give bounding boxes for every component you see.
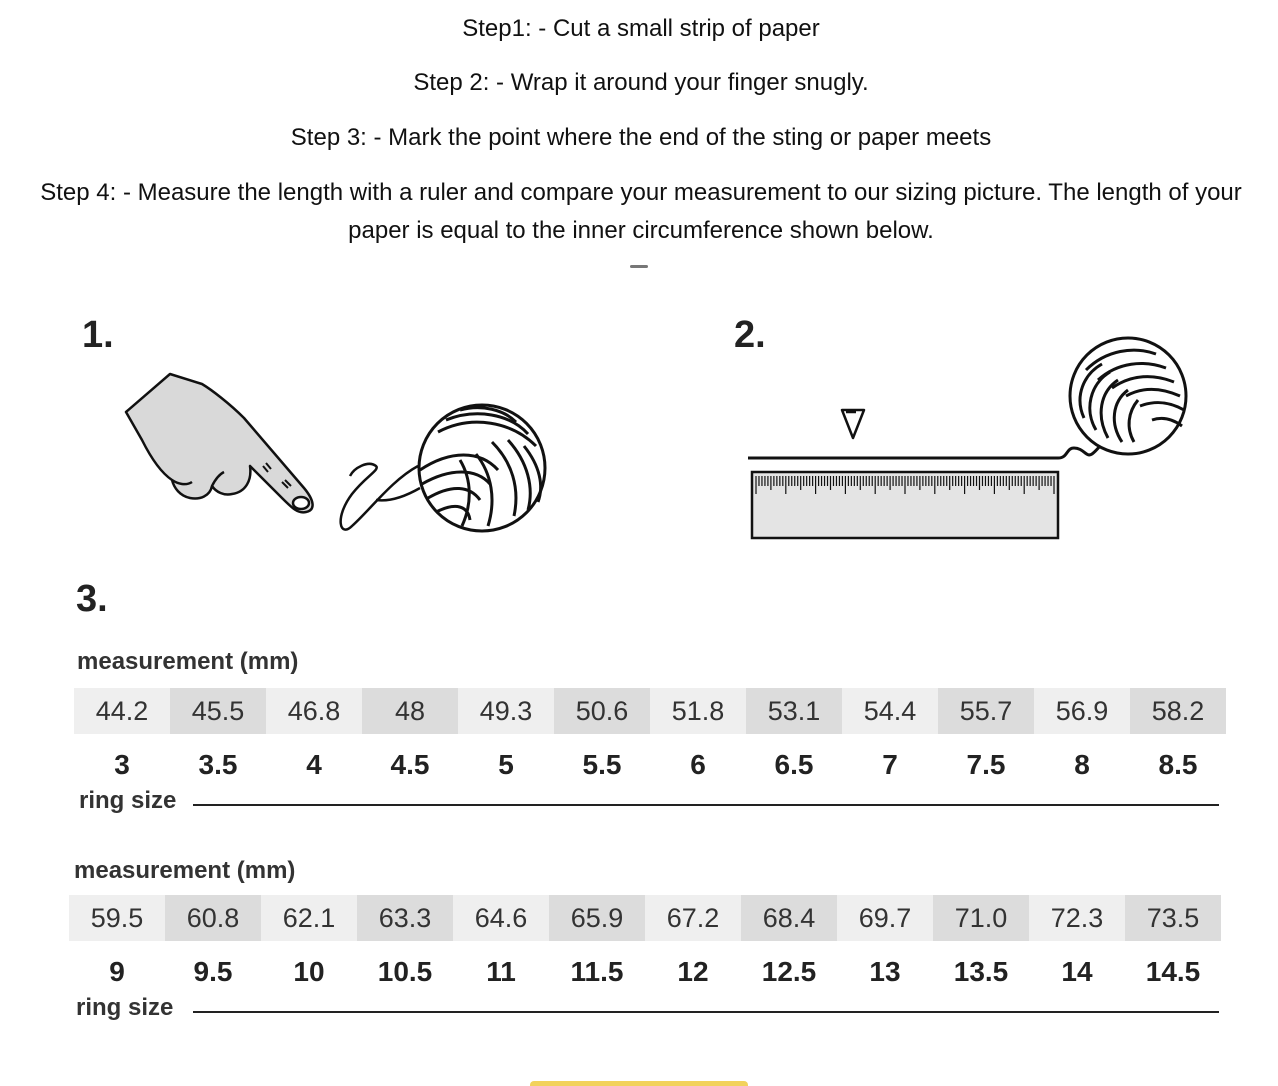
ring-size-cell: 3.5	[198, 749, 238, 780]
measurement-cell: 49.3	[458, 688, 554, 734]
pointing-hand-icon	[124, 372, 314, 514]
measurement-cell: 72.3	[1029, 895, 1125, 941]
measurement-cell: 51.8	[650, 688, 746, 734]
ring-size-cell: 13	[869, 956, 901, 987]
ring-size-cell: 8	[1074, 749, 1090, 780]
measurement-cell: 68.4	[741, 895, 837, 941]
ring-size-cell: 5.5	[582, 749, 622, 780]
figure-1-illustration	[124, 372, 547, 533]
ring-size-cell: 7.5	[966, 749, 1006, 780]
ring-size-cell: 5	[498, 749, 514, 780]
ring-size-cell: 11.5	[570, 956, 624, 987]
yarn-ball-icon	[417, 403, 547, 533]
ring-size-cell: 8.5	[1158, 749, 1198, 780]
ring-size-cell: 6.5	[774, 749, 814, 780]
table-1-ring-size-label: ring size	[79, 787, 177, 814]
ring-size-cell: 10	[293, 956, 325, 987]
thread-line	[339, 462, 419, 531]
ring-size-cell: 14.5	[1145, 956, 1201, 987]
ring-size-cell: 6	[690, 749, 706, 780]
step-1-text: Step1: - Cut a small strip of paper	[462, 15, 820, 42]
ring-size-cell: 9	[109, 956, 125, 987]
measurement-cell: 59.5	[69, 895, 165, 941]
measurement-cell: 48	[362, 688, 458, 734]
measurement-cell: 67.2	[645, 895, 741, 941]
measurement-cell: 55.7	[938, 688, 1034, 734]
measurement-cell: 50.6	[554, 688, 650, 734]
step-4-text: Step 4: - Measure the length with a rule…	[40, 179, 1242, 244]
measurement-cell: 44.2	[74, 688, 170, 734]
measurement-cell: 45.5	[170, 688, 266, 734]
measurement-cell: 62.1	[261, 895, 357, 941]
table-2-ring-size-label: ring size	[76, 994, 174, 1021]
ring-size-cell: 9.5	[193, 956, 233, 987]
ruler-icon	[750, 470, 1060, 540]
table-2-rule	[193, 1011, 1219, 1013]
table-2-size-row: 9 9.5 10 10.5 11 11.5 12 12.5 13 13.5 14 14.5	[69, 952, 1221, 992]
ring-size-cell: 13.5	[953, 956, 1009, 987]
measurement-cell: 46.8	[266, 688, 362, 734]
divider-mark	[630, 265, 648, 268]
measurement-cell: 58.2	[1130, 688, 1226, 734]
ring-size-cell: 4.5	[390, 749, 430, 780]
table-1-rule	[193, 804, 1219, 806]
ring-size-cell: 4	[306, 749, 322, 780]
measurement-cell: 71.0	[933, 895, 1029, 941]
measurement-cell: 65.9	[549, 895, 645, 941]
step-3-text: Step 3: - Mark the point where the end o…	[290, 124, 992, 151]
measurement-cell: 60.8	[165, 895, 261, 941]
ring-size-cell: 11	[486, 956, 516, 987]
figure-2-number: 2.	[734, 314, 766, 356]
table-1-measurement-label: measurement (mm)	[77, 648, 299, 675]
figure-2-illustration	[748, 336, 1188, 540]
ring-size-cell: 7	[882, 749, 898, 780]
ring-size-cell: 10.5	[377, 956, 433, 987]
ring-size-cell: 3	[114, 749, 130, 780]
measurement-cell: 53.1	[746, 688, 842, 734]
yarn-ball-icon-2	[1068, 336, 1188, 456]
measurement-cell: 64.6	[453, 895, 549, 941]
measurement-cell: 54.4	[842, 688, 938, 734]
accent-tab	[530, 1081, 748, 1086]
string-line	[748, 440, 1111, 460]
figure-3-number: 3.	[76, 578, 108, 620]
table-1-size-row: 3 3.5 4 4.5 5 5.5 6 6.5 7 7.5 8 8.5	[74, 745, 1226, 785]
table-2-measurement-label: measurement (mm)	[74, 857, 296, 884]
measurement-cell: 56.9	[1034, 688, 1130, 734]
marker-arrow-icon	[840, 408, 866, 440]
measurement-cell: 73.5	[1125, 895, 1221, 941]
ring-size-cell: 14	[1061, 956, 1093, 987]
step-2-text: Step 2: - Wrap it around your finger snu…	[413, 69, 869, 96]
ring-size-cell: 12	[677, 956, 709, 987]
measurement-cell: 63.3	[357, 895, 453, 941]
figure-1-number: 1.	[82, 314, 114, 356]
ring-size-cell: 12.5	[761, 956, 817, 987]
measurement-cell: 69.7	[837, 895, 933, 941]
